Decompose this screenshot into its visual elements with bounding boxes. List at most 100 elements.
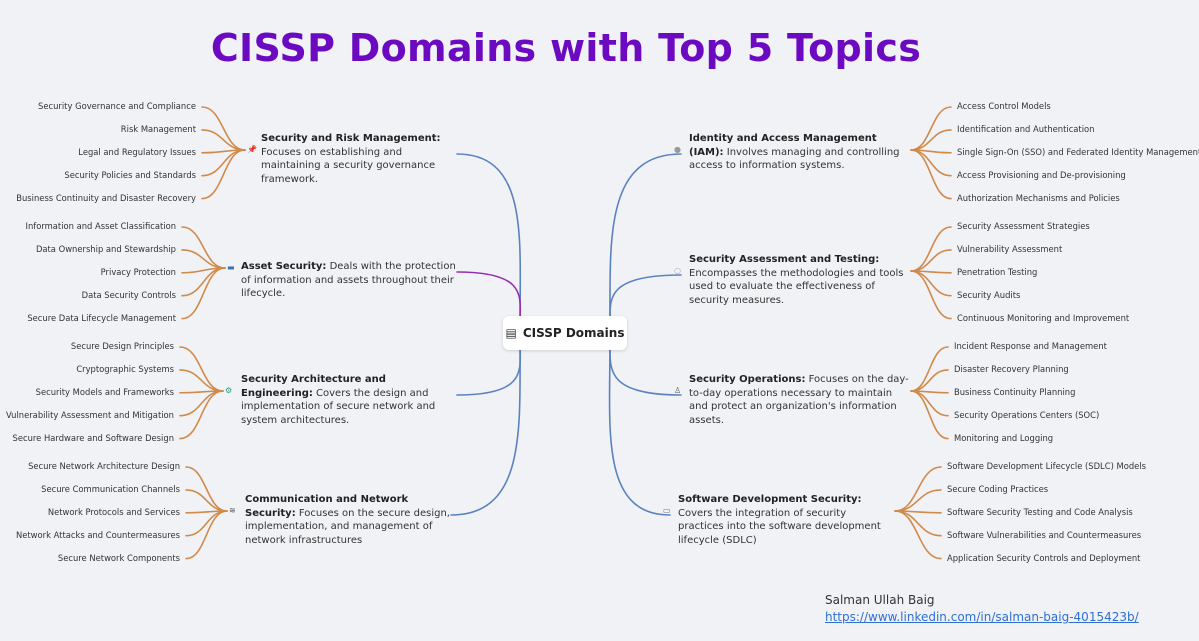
domain-node-as: Asset Security: Deals with the protectio… [241,260,461,301]
topic-item: Access Control Models [957,101,1051,111]
topic-item: Security Assessment Strategies [957,221,1090,231]
topic-item: Software Development Lifecycle (SDLC) Mo… [947,461,1147,471]
branch-srm [456,153,522,324]
topic-item: Penetration Testing [957,266,1038,277]
branch-as [456,271,522,324]
topic-item: Network Attacks and Countermeasures [15,529,180,540]
domain-node-srm: Security and Risk Management: Focuses on… [261,132,461,186]
topic-branch [201,149,246,200]
topic-branch [181,267,226,320]
topic-item: Single Sign-On (SSO) and Federated Ident… [957,146,1199,157]
topic-branch [910,149,952,200]
topic-item: Secure Coding Practices [947,483,1049,494]
topic-item: Security Audits [957,289,1021,300]
domain-name: Identity and Access Management (IAM): [689,133,877,158]
topic-branch [201,129,246,151]
topic-item: Software Security Testing and Code Analy… [947,506,1133,517]
topic-item: Security Models and Frameworks [35,386,174,397]
topic-item: Incident Response and Management [954,341,1107,351]
domain-description: Encompasses the methodologies and tools … [689,267,904,306]
topic-item: Risk Management [120,123,196,134]
topic-item: Continuous Monitoring and Improvement [957,312,1130,323]
topic-item: Software Vulnerabilities and Countermeas… [947,529,1142,540]
topic-branch [910,390,949,417]
user-icon: ● [674,145,681,154]
domain-node-iam: Identity and Access Management (IAM): In… [689,132,909,173]
topic-item: Secure Communication Channels [41,483,180,494]
topic-item: Information and Asset Classification [25,221,176,231]
domain-name: Software Development Security: [678,494,862,505]
branch-cns [450,342,521,516]
profile-link[interactable]: https://www.linkedin.com/in/salman-baig-… [825,610,1139,624]
wifi-icon: ≋ [229,506,236,515]
topic-branch [910,226,952,272]
topic-item: Vulnerability Assessment [957,243,1063,254]
topic-branch [179,346,224,392]
gear-icon: ⚙ [225,386,233,395]
folder-icon: ▬ [227,263,235,272]
magnifier-icon: ○ [674,266,681,275]
topic-branch [179,390,224,440]
book-icon: ▤ [505,326,517,340]
domain-name: Security Architecture and Engineering: [241,374,386,399]
topic-branch [201,149,246,177]
domain-description: Covers the design and implementation of … [241,387,436,426]
branch-sat [609,274,682,324]
topic-item: Privacy Protection [100,266,176,277]
code-icon: ▭ [663,506,671,515]
branch-iam [609,153,682,324]
domain-node-cns: Communication and Network Security: Focu… [245,493,455,547]
domain-name: Security and Risk Management: [261,133,441,144]
branch-sds [608,342,671,516]
topic-item: Application Security Controls and Deploy… [947,552,1141,563]
topic-item: Network Protocols and Services [47,506,180,517]
topic-branch [179,369,224,392]
topic-branch [910,149,952,177]
topic-branch [185,510,228,537]
domain-name: Asset Security: [241,261,327,272]
topic-branch [910,270,952,297]
branch-sae [456,342,522,396]
domain-description: Focuses on the secure design, implementa… [245,507,450,546]
domain-name: Security Assessment and Testing: [689,254,880,265]
domain-node-sds: Software Development Security: Covers th… [678,493,893,547]
topic-branch [910,346,949,392]
author-name: Salman Ullah Baig [825,593,935,607]
topic-item: Vulnerability Assessment and Mitigation [5,409,174,420]
domain-description: Covers the integration of security pract… [678,507,881,546]
topic-branch [185,489,228,512]
topic-item: Legal and Regulatory Issues [78,146,196,157]
topic-item: Secure Hardware and Software Design [12,432,174,443]
topic-item: Security Policies and Standards [64,169,196,180]
topic-item: Secure Design Principles [70,341,174,351]
topic-item: Identification and Authentication [957,123,1095,134]
topic-item: Cryptographic Systems [76,363,174,374]
topic-branch [179,390,224,417]
topic-item: Secure Data Lifecycle Management [27,312,176,323]
topic-item: Data Security Controls [81,289,176,300]
domain-name: Security Operations: [689,374,806,385]
topic-item: Disaster Recovery Planning [954,363,1069,374]
topic-branch [894,489,942,512]
topic-item: Security Governance and Compliance [38,101,196,111]
topic-branch [910,369,949,392]
branch-so [609,342,682,396]
person-icon: ♙ [674,386,682,395]
page-title: CISSP Domains with Top 5 Topics [210,26,922,70]
topic-branch [910,249,952,272]
domain-description: Involves managing and controlling access… [689,146,900,172]
topic-item: Security Operations Centers (SOC) [954,409,1100,420]
domain-node-sae: Security Architecture and Engineering: C… [241,373,461,427]
topic-branch [910,270,952,320]
topic-branch [181,249,226,269]
topic-item: Business Continuity and Disaster Recover… [16,192,196,203]
topic-branch [201,106,246,151]
topic-branch [894,510,942,560]
topic-branch [910,390,949,440]
topic-branch [894,466,942,512]
domain-node-sat: Security Assessment and Testing: Encompa… [689,253,909,307]
domain-description: Focuses on establishing and maintaining … [261,146,436,185]
domain-node-so: Security Operations: Focuses on the day-… [689,373,909,427]
